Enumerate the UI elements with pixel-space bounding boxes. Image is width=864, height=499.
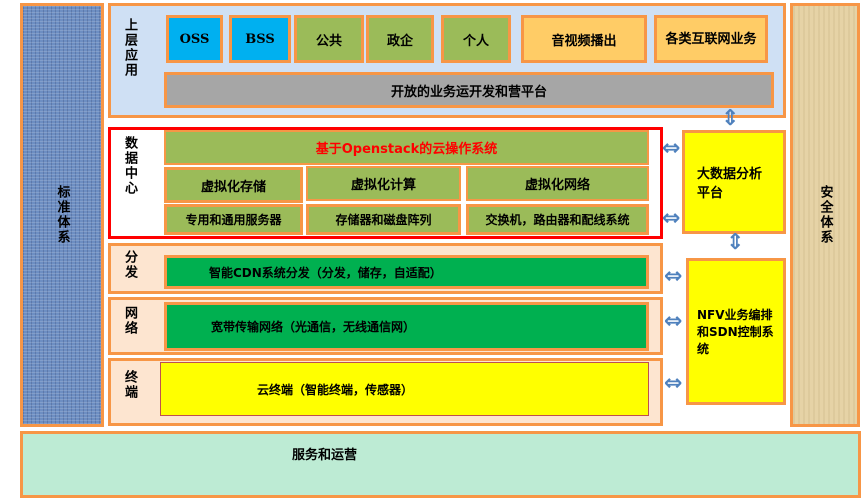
app-av-broadcast: 音视频播出 <box>521 15 647 63</box>
virtual-compute: 虚拟化计算 <box>306 166 461 201</box>
horizontal-arrow-icon: ⇔ <box>664 371 683 396</box>
storage-arrays: 存储器和磁盘阵列 <box>306 204 461 235</box>
cloud-terminal: 云终端（智能终端，传感器） <box>160 362 649 416</box>
app-internet-services: 各类互联网业务 <box>654 15 768 63</box>
horizontal-arrow-icon: ⇔ <box>662 206 681 231</box>
security-label: 安全体系 <box>817 185 833 245</box>
network-label: 网络 <box>122 306 137 336</box>
standard-system-column: 标准体系 <box>20 3 104 427</box>
virtual-storage: 虚拟化存储 <box>164 167 303 203</box>
virtual-network: 虚拟化网络 <box>466 166 649 201</box>
terminal-label: 终端 <box>122 370 137 400</box>
service-operations-bar <box>20 431 861 498</box>
app-enterprise: 政企 <box>366 15 434 63</box>
nfv-sdn-system: NFV业务编排和SDN控制系统 <box>686 258 786 405</box>
security-system-column: 安全体系 <box>790 3 860 427</box>
app-bss: BSS <box>229 15 291 63</box>
distribution-label: 分发 <box>122 250 137 280</box>
openstack-os: 基于Openstack的云操作系统 <box>164 130 649 165</box>
upper-app-label: 上层应用 <box>122 18 137 78</box>
vertical-arrow-icon: ⇕ <box>721 106 740 131</box>
standard-label: 标准体系 <box>54 185 70 245</box>
horizontal-arrow-icon: ⇔ <box>662 136 681 161</box>
broadband-network: 宽带传输网络（光通信，无线通信网） <box>164 302 649 351</box>
horizontal-arrow-icon: ⇔ <box>664 309 683 334</box>
servers: 专用和通用服务器 <box>164 204 303 235</box>
vertical-arrow-icon: ⇕ <box>726 230 745 255</box>
horizontal-arrow-icon: ⇔ <box>664 264 683 289</box>
bigdata-platform: 大数据分析平台 <box>682 130 786 234</box>
service-operations-label: 服务和运营 <box>292 448 358 463</box>
cdn-distribution: 智能CDN系统分发（分发，储存，自适配） <box>164 255 649 289</box>
datacenter-label: 数据中心 <box>122 136 137 196</box>
app-personal: 个人 <box>441 15 511 63</box>
app-public: 公共 <box>294 15 364 63</box>
switches-routers: 交换机，路由器和配线系统 <box>466 204 649 235</box>
open-platform: 开放的业务运开发和营平台 <box>164 72 774 108</box>
app-oss: OSS <box>166 15 223 63</box>
